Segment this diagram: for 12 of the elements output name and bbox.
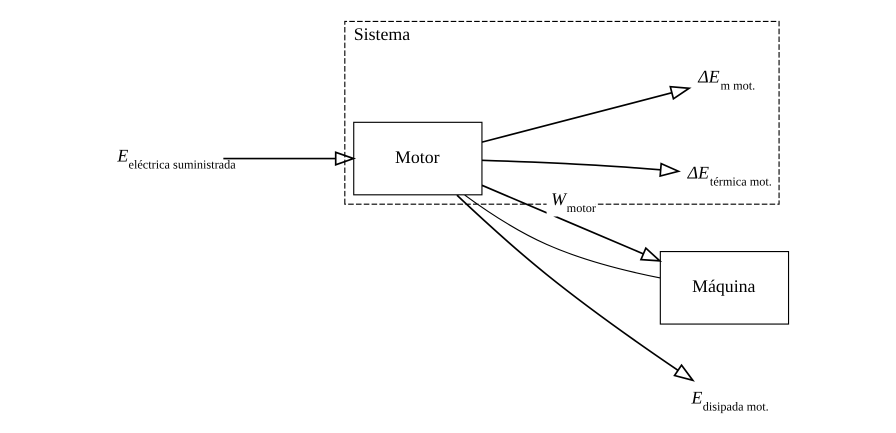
arrow xyxy=(456,194,694,382)
node-box: Motor xyxy=(352,122,482,196)
node-text: ΔE$_{m mot.}$ xyxy=(698,66,755,92)
node-text: ΔE$_{térmica mot.}$ xyxy=(687,162,772,188)
arrow xyxy=(222,151,356,166)
connector xyxy=(464,194,660,278)
arrow xyxy=(481,184,662,262)
node-text: E$_{eléctrica suministrada}$ xyxy=(116,146,236,172)
node-text: E$_{disipada mot.}$ xyxy=(691,388,768,414)
node-box: Máquina xyxy=(659,251,789,325)
arrow xyxy=(481,86,692,143)
arrow xyxy=(481,159,680,178)
